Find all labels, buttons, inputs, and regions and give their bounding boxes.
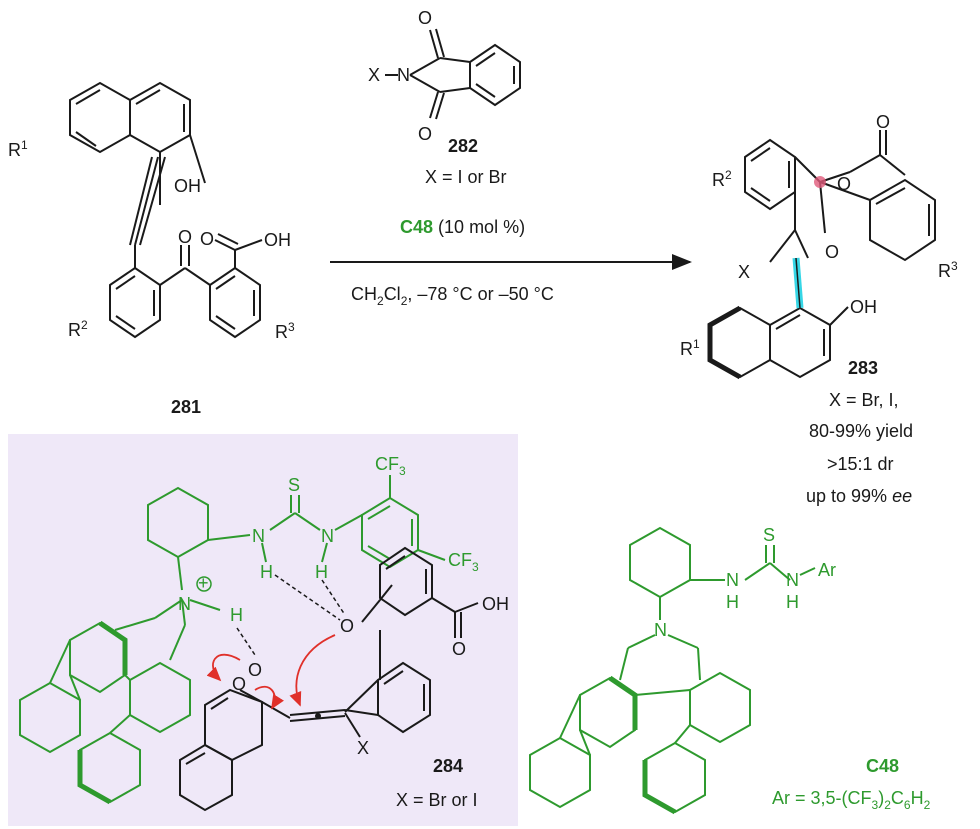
product-bold-bond	[707, 305, 742, 380]
ts-n-plus: N	[178, 594, 191, 614]
product-line2: 80-99% yield	[809, 421, 913, 441]
reagent-o-top: O	[418, 8, 432, 28]
product-r2: R2	[712, 168, 732, 190]
reagent-x: X	[368, 65, 380, 85]
ts-plus-charge	[196, 576, 212, 592]
product-line1: X = Br, I,	[829, 390, 899, 410]
ts-bold-bond-2	[77, 750, 112, 805]
catalyst-ar-definition: Ar = 3,5-(CF3)2C6H2	[772, 788, 931, 812]
catalyst-s: S	[763, 525, 775, 545]
catalyst-nh2-h: H	[786, 592, 799, 612]
substrate-cooh-oh: OH	[264, 230, 291, 250]
product-stereocenter	[814, 176, 826, 188]
ts-h2: H	[315, 562, 328, 582]
conditions-catalyst: C48 (10 mol %)	[400, 217, 525, 237]
substrate-ketone-o: O	[178, 227, 192, 247]
product-r1: R1	[680, 337, 700, 359]
catalyst-n-amine: N	[654, 620, 667, 640]
product-ring-o: O	[825, 242, 839, 262]
ts-o-ketone: O	[340, 616, 354, 636]
ts-x: X	[357, 738, 369, 758]
ts-s: S	[288, 475, 300, 495]
ts-cooh-oh: OH	[482, 594, 509, 614]
ts-h1: H	[260, 562, 273, 582]
ts-o-cooh: O	[452, 639, 466, 659]
ts-x-definition: X = Br or I	[396, 790, 478, 810]
catalyst-c48	[529, 526, 816, 814]
ts-n1: N	[252, 526, 265, 546]
product-oh: OH	[850, 297, 877, 317]
ts-h-plus: H	[230, 605, 243, 625]
ts-o-naph: O	[232, 674, 246, 694]
ts-allene-dot	[315, 713, 321, 719]
product-r3: R3	[938, 259, 958, 281]
substrate-r3: R3	[275, 320, 295, 342]
ts-curved-arrows	[206, 634, 336, 710]
catalyst-bold-bond-1	[608, 675, 638, 730]
substrate-number: 281	[171, 397, 201, 417]
product-283	[709, 130, 936, 379]
product-lactone-o: O	[837, 174, 851, 194]
catalyst-nh2-n: N	[786, 570, 799, 590]
product-x: X	[738, 262, 750, 282]
product-line4: up to 99% ee	[806, 486, 912, 506]
substrate-r1: R1	[8, 138, 28, 160]
ts-n2: N	[321, 526, 334, 546]
ts-number: 284	[433, 756, 463, 776]
reagent-number: 282	[448, 136, 478, 156]
ts-cf3-top: CF3	[375, 454, 406, 478]
reagent-n: N	[397, 65, 410, 85]
substrate-r2: R2	[68, 318, 88, 340]
catalyst-ar: Ar	[818, 560, 836, 580]
catalyst-bold-bond-2	[642, 760, 677, 815]
ts-plus-sign: +	[198, 573, 209, 593]
catalyst-nh1-n: N	[726, 570, 739, 590]
substrate-oh: OH	[174, 176, 201, 196]
conditions-solvent: CH2Cl2, –78 °C or –50 °C	[351, 284, 554, 308]
catalyst-number: C48	[866, 756, 899, 776]
reagent-282	[385, 28, 521, 120]
ts-o-phenol: O	[248, 660, 262, 680]
reagent-o-bottom: O	[418, 124, 432, 144]
reagent-x-definition: X = I or Br	[425, 167, 507, 187]
product-carbonyl-o: O	[876, 112, 890, 132]
ts-hbonds	[236, 574, 346, 656]
ts-bold-bond-1	[98, 620, 128, 675]
catalyst-nh1-h: H	[726, 592, 739, 612]
substrate-281	[69, 81, 263, 339]
product-line3: >15:1 dr	[827, 454, 894, 474]
ts-cf3-right: CF3	[448, 550, 479, 574]
transition-state-panel	[8, 434, 518, 826]
substrate-cooh-o: O	[200, 229, 214, 249]
product-number: 283	[848, 358, 878, 378]
